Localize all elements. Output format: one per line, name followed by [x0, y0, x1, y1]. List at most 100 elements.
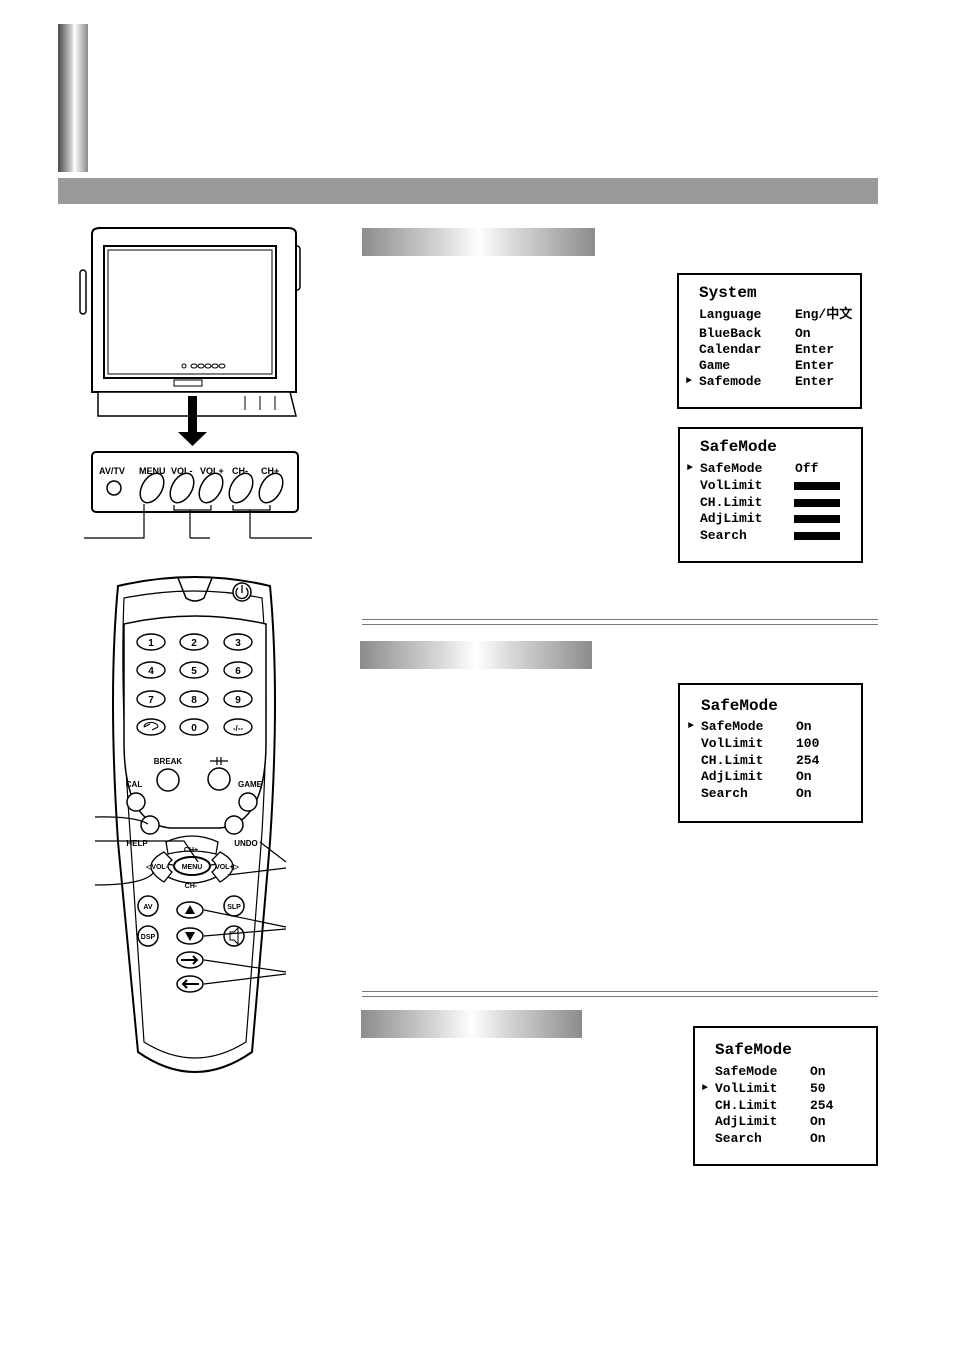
digit-7-button[interactable]: 7	[148, 695, 154, 706]
ch-minus-label: CH-	[185, 883, 198, 890]
value-masked-bar	[794, 499, 840, 507]
digit-1-button[interactable]: 1	[148, 638, 154, 649]
value-masked-bar	[794, 515, 840, 523]
callout-lines	[94, 816, 287, 985]
row-label: CH.Limit	[701, 753, 764, 768]
section-bar-3	[361, 1010, 582, 1038]
row-value: On	[796, 719, 812, 734]
right-arrow-icon	[181, 955, 199, 965]
av-button[interactable]	[137, 895, 159, 917]
slp-label: SLP	[227, 904, 241, 911]
row-label: Game	[699, 358, 731, 373]
system-menu-title: System	[699, 284, 757, 302]
digit-6-button[interactable]: 6	[235, 666, 241, 677]
row-value: On	[796, 786, 812, 801]
row-label: AdjLimit	[700, 511, 763, 526]
menu-row: Language Eng/中文	[699, 307, 852, 323]
digit-0-button[interactable]: 0	[191, 723, 197, 734]
game-button[interactable]	[238, 792, 258, 812]
row-value: Eng/中文	[795, 307, 853, 322]
row-value: On	[795, 326, 811, 341]
panel-label-ch-minus: CH-	[232, 466, 248, 476]
row-value: Enter	[795, 374, 835, 389]
cal-button[interactable]	[126, 792, 146, 812]
section-divider-1	[362, 619, 878, 625]
menu-row: Search On	[701, 786, 812, 802]
av-label: AV	[143, 904, 153, 911]
digit-5-button[interactable]: 5	[191, 666, 197, 677]
section-bar-1	[362, 228, 595, 256]
digit-9-button[interactable]: 9	[235, 695, 241, 706]
down-arrow-icon	[185, 932, 195, 941]
help-button[interactable]	[140, 815, 160, 835]
row-label: BlueBack	[699, 326, 762, 341]
game-label: GAME	[238, 780, 263, 789]
remote-illustration: 1 2 3 4 5 6 7 8 9 0 -/-- BREAK CAL GAME …	[94, 576, 287, 1073]
row-value: 254	[796, 753, 820, 768]
digit-4-button[interactable]: 4	[148, 666, 154, 677]
dsp-label: DSP	[141, 934, 156, 941]
row-value: On	[810, 1114, 826, 1129]
digit-3-button[interactable]: 3	[235, 638, 241, 649]
panel-label-vol-plus: VOL+	[200, 466, 224, 476]
row-label: Search	[701, 786, 748, 801]
left-arrow-icon	[181, 979, 199, 989]
value-masked-bar	[794, 532, 840, 540]
break-button[interactable]	[156, 768, 180, 792]
row-label: CH.Limit	[700, 495, 763, 510]
row-label: Search	[715, 1131, 762, 1146]
vol-plus-label: VOL+▷	[215, 864, 239, 871]
menu-row: CH.Limit	[700, 495, 840, 511]
row-value: 100	[796, 736, 820, 751]
row-value: Off	[795, 461, 819, 476]
up-arrow-icon	[185, 905, 195, 914]
row-value: On	[796, 769, 812, 784]
row-label: SafeMode	[700, 461, 763, 476]
help-label: HELP	[126, 839, 148, 848]
safemode-menu-3-title: SafeMode	[715, 1041, 792, 1059]
row-value: On	[810, 1064, 826, 1079]
header-bar	[58, 178, 878, 204]
row-value: 50	[810, 1081, 826, 1096]
dash-button[interactable]: -/--	[233, 724, 244, 733]
row-value: Enter	[795, 358, 835, 373]
row-label: VolLimit	[715, 1081, 778, 1096]
panel-label-menu: MENU	[139, 466, 166, 476]
row-value: On	[810, 1131, 826, 1146]
hold-button[interactable]	[207, 767, 231, 791]
menu-row: ► SafeMode Off	[687, 461, 818, 477]
row-label: Language	[699, 307, 762, 322]
dsp-button[interactable]	[137, 925, 159, 947]
digit-2-button[interactable]: 2	[191, 638, 197, 649]
swap-icon	[143, 721, 159, 731]
section-bar-2	[360, 641, 592, 669]
safemode-menu-1-title: SafeMode	[700, 438, 777, 456]
vol-minus-button[interactable]	[150, 851, 173, 883]
row-label: VolLimit	[700, 478, 763, 493]
undo-label: UNDO	[234, 839, 258, 848]
row-label: AdjLimit	[701, 769, 764, 784]
menu-row: AdjLimit On	[701, 769, 812, 785]
pointer-icon: ►	[687, 463, 694, 474]
undo-button[interactable]	[224, 815, 244, 835]
panel-label-ch-plus: CH+	[261, 466, 279, 476]
menu-label: MENU	[182, 864, 203, 871]
panel-label-avtv: AV/TV	[99, 466, 125, 476]
vol-minus-label: ◁VOL-	[145, 864, 169, 871]
section-divider-2	[362, 991, 878, 997]
safemode-menu-2-title: SafeMode	[701, 697, 778, 715]
menu-row: CH.Limit 254	[701, 753, 819, 769]
tv-illustration: AV/TV MENU VOL- VOL+ CH- CH+	[79, 227, 312, 539]
mute-button[interactable]	[223, 925, 245, 947]
digit-8-button[interactable]: 8	[191, 695, 197, 706]
menu-button[interactable]	[173, 856, 211, 876]
vol-plus-button[interactable]	[211, 851, 234, 883]
